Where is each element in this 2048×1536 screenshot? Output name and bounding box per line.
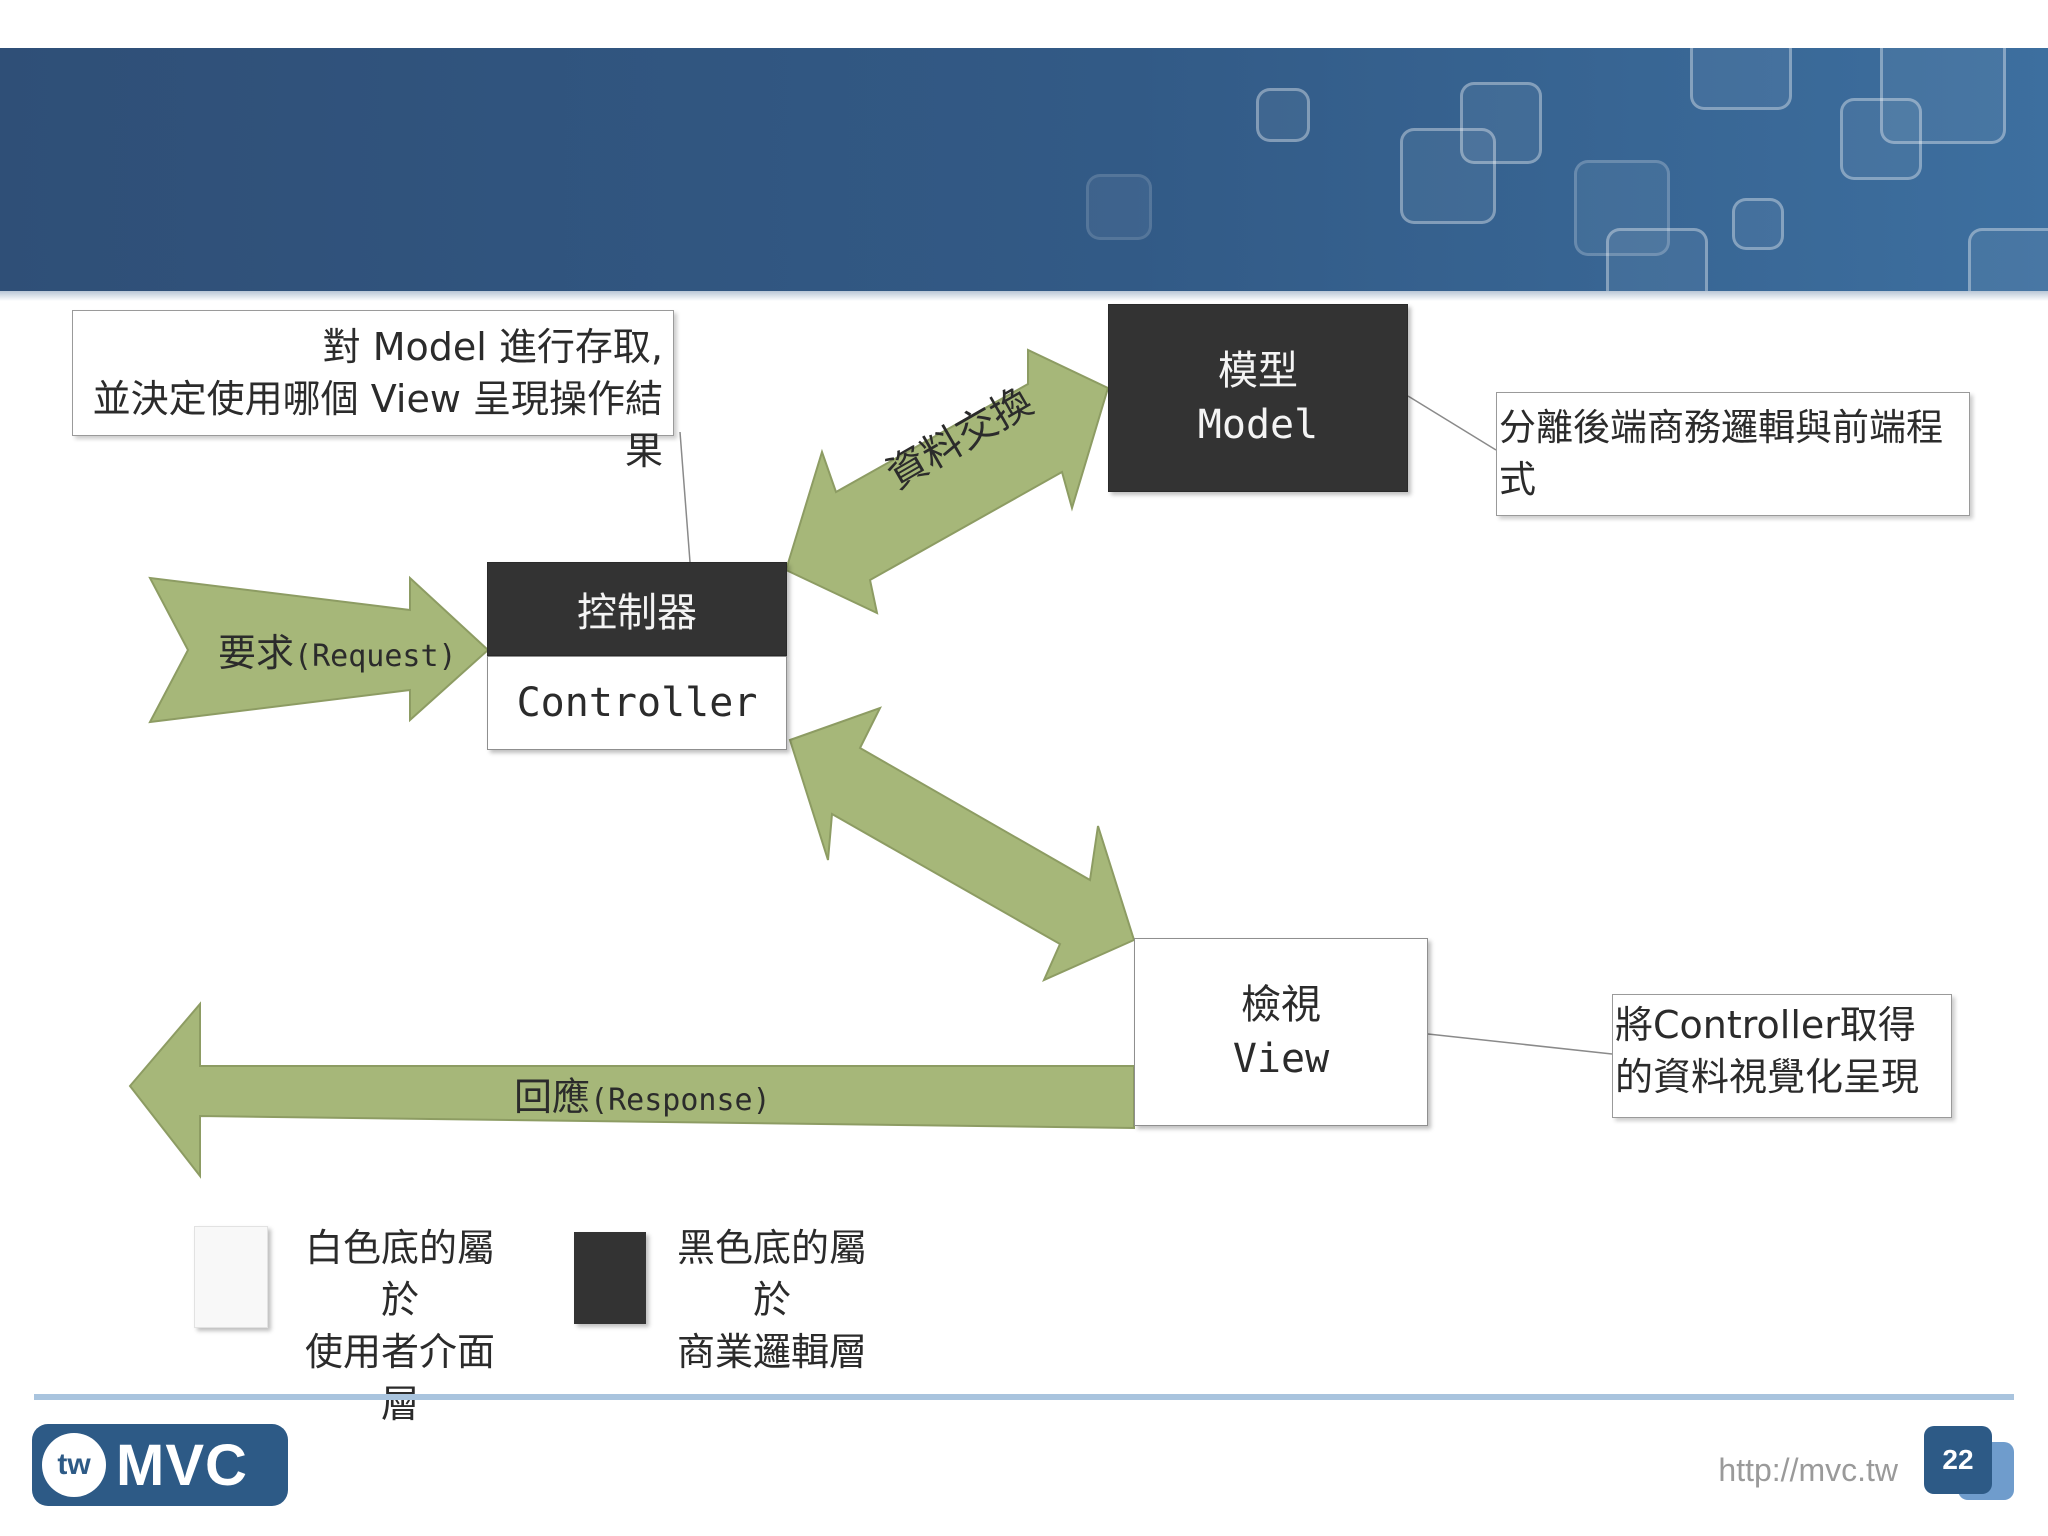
legend-white-line2: 使用者介面層 <box>304 1330 495 1426</box>
controller-title: 控制器 <box>577 590 697 636</box>
request-label-cn: 要求 <box>218 631 295 675</box>
controller-view-arrow <box>788 706 1136 982</box>
model-title: 模型 <box>1218 348 1298 394</box>
response-arrow <box>128 1001 1135 1179</box>
response-label: 回應(Response) <box>514 1066 771 1121</box>
view-note: 將Controller取得 的資料視覺化呈現 <box>1612 994 1952 1118</box>
request-arrow <box>148 575 490 724</box>
model-note-connector <box>1407 395 1497 451</box>
controller-note-connector <box>679 431 691 563</box>
view-note-connector <box>1427 1033 1613 1055</box>
decorative-square <box>1574 160 1670 256</box>
page-number: 22 <box>1924 1426 1992 1494</box>
request-label-en: (Request) <box>294 639 457 674</box>
response-label-cn: 回應 <box>514 1075 591 1119</box>
controller-subtitle: Controller <box>516 680 758 726</box>
header-banner <box>0 48 2048 291</box>
data-exchange-arrow <box>784 348 1110 615</box>
mvc-logo: tw MVC <box>32 1424 288 1506</box>
model-box: 模型 Model <box>1108 304 1408 492</box>
model-subtitle: Model <box>1197 402 1319 448</box>
decorative-square <box>1690 48 1792 110</box>
decorative-square <box>1460 82 1542 164</box>
view-note-line2: 的資料視覺化呈現 <box>1615 1055 1920 1099</box>
model-note-text: 分離後端商務邏輯與前端程式 <box>1499 406 1943 501</box>
footer-url: http://mvc.tw <box>1718 1452 1898 1488</box>
view-title: 檢視 <box>1241 982 1321 1028</box>
decorative-square <box>1840 98 1922 180</box>
legend-black-line1: 黑色底的屬於 <box>676 1226 867 1322</box>
controller-title-box: 控制器 <box>487 562 787 656</box>
legend-black-line2: 商業邏輯層 <box>676 1330 867 1374</box>
view-subtitle: View <box>1232 1036 1330 1082</box>
controller-subtitle-box: Controller <box>487 656 787 750</box>
view-box: 檢視 View <box>1134 938 1428 1126</box>
decorative-square <box>1086 174 1152 240</box>
legend-black-text: 黑色底的屬於 商業邏輯層 <box>662 1222 882 1378</box>
decorative-square <box>1606 228 1708 291</box>
response-label-en: (Response) <box>590 1083 771 1118</box>
decorative-square <box>1400 128 1496 224</box>
decorative-square <box>1880 48 2006 144</box>
header-shadow <box>0 291 2048 301</box>
legend-black-swatch <box>574 1232 646 1324</box>
logo-tw-badge: tw <box>42 1433 106 1497</box>
controller-note-line1: 對 Model 進行存取, <box>322 325 663 369</box>
legend-white-text: 白色底的屬於 使用者介面層 <box>290 1222 510 1430</box>
controller-note: 對 Model 進行存取, 並決定使用哪個 View 呈現操作結果 <box>72 310 674 473</box>
decorative-square <box>1968 228 2048 291</box>
controller-note-line2: 並決定使用哪個 View 呈現操作結果 <box>92 377 663 473</box>
model-note: 分離後端商務邏輯與前端程式 <box>1496 392 1970 516</box>
request-label: 要求(Request) <box>218 622 457 677</box>
legend-white-swatch <box>194 1226 268 1328</box>
view-note-line1: 將Controller取得 <box>1615 1003 1916 1047</box>
footer-divider <box>34 1394 2014 1400</box>
decorative-square <box>1732 198 1784 250</box>
decorative-square <box>1256 88 1310 142</box>
logo-mvc-text: MVC <box>116 1432 248 1498</box>
legend-white-line1: 白色底的屬於 <box>304 1226 495 1322</box>
